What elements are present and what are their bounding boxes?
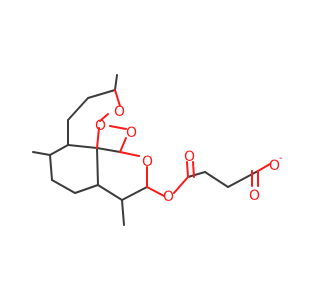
bond [186,161,189,178]
bond [74,184,99,194]
bond [114,89,121,107]
bond [99,113,109,122]
atom-label-oxygen: O [114,104,125,120]
bond [87,89,116,99]
atom-label-oxygen: O [249,188,260,204]
bond [96,147,121,153]
bond [192,161,195,178]
bond [119,137,127,153]
bond [121,199,125,226]
bond [96,127,100,149]
atom-label-oxygen: O [126,125,137,141]
atom-label-oxygen: O [184,149,195,165]
bond [67,144,98,149]
atom-label-oxygen: O [269,158,280,174]
bond [227,170,259,188]
atom-labels: O O O O O O O - O [95,104,283,205]
carbon-bonds [32,74,259,226]
bond [173,176,189,194]
bond [187,171,206,178]
charge-label: - [279,153,283,164]
molecule-canvas: O O O O O O O - O [32,74,283,226]
bond [114,74,118,91]
atom-label-oxygen: O [142,154,153,170]
bond [49,144,69,156]
bond [257,163,271,172]
bond [146,186,165,197]
structure-diagram: O O O O O O O - O [32,74,283,226]
atom-label-oxygen: O [95,118,106,134]
atom-label-oxygen: O [163,189,174,205]
bond [109,125,127,130]
bond [51,179,76,194]
bond [97,184,123,201]
bond [67,97,89,121]
bond [121,186,148,201]
bond [32,151,51,156]
oxygen-bonds [96,89,271,197]
bond [49,154,53,181]
bond [204,171,229,188]
bond [119,151,140,157]
bond [96,147,99,186]
